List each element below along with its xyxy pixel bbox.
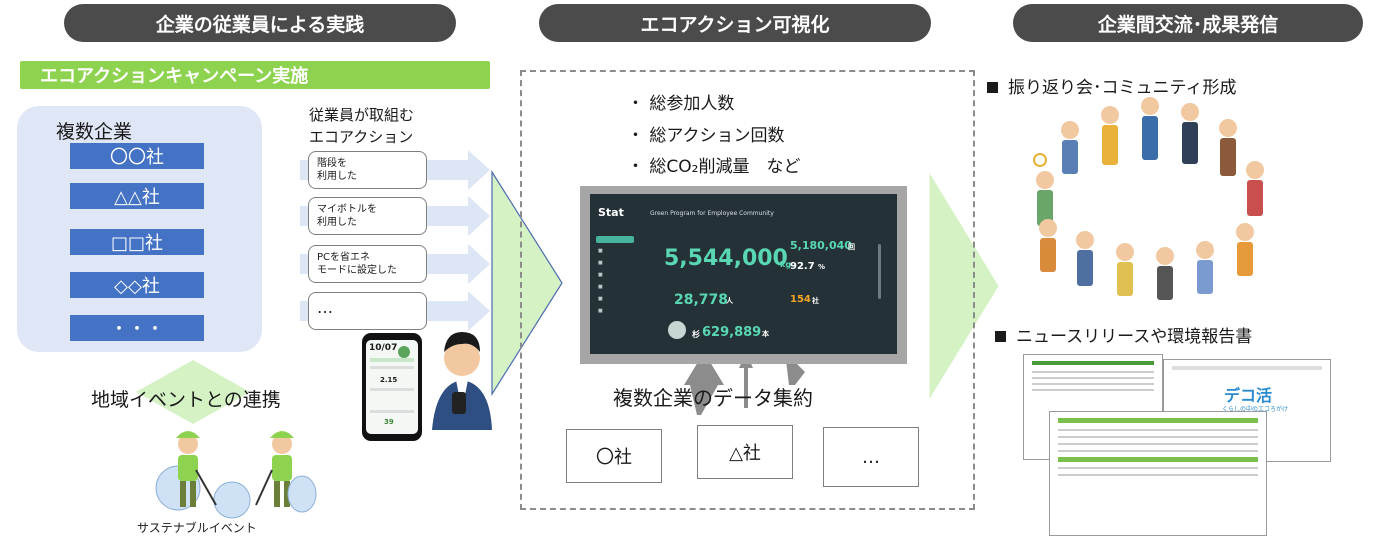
- header-practice: 企業の従業員による実践: [64, 4, 456, 42]
- deco-katsu-title: デコ活: [1224, 386, 1273, 405]
- header-visualization: エコアクション可視化: [539, 4, 931, 42]
- dashboard-nav-item: ■: [598, 284, 603, 290]
- smartphone: [362, 333, 422, 441]
- dashboard-rate-unit: %: [818, 263, 826, 271]
- action-line: PCを省エネ: [317, 252, 371, 263]
- dashboard-actions-value: 5,180,040: [790, 239, 852, 252]
- sustainable-event-caption: サステナブルイベント: [137, 521, 257, 535]
- dashboard-actions-unit: 回: [848, 243, 855, 251]
- news-heading: ニュースリリースや環境報告書: [995, 322, 1252, 347]
- bullet-square-icon: [987, 82, 998, 93]
- community-heading: 振り返り会･コミュニティ形成: [987, 73, 1236, 98]
- dashboard-subtitle: Green Program for Employee Community: [650, 210, 774, 217]
- dashboard-participants-value: 28,778: [674, 292, 729, 308]
- action-box: PCを省エネモードに設定した: [308, 245, 427, 283]
- company-bar: ・・・: [70, 315, 204, 341]
- action-box: マイボトルを利用した: [308, 197, 427, 235]
- action-box: …: [308, 292, 427, 330]
- visualization-frame: [520, 70, 975, 510]
- big-arrow-right: [929, 173, 999, 399]
- company-bar: △△社: [70, 183, 204, 209]
- phone-date: 10/07: [369, 343, 398, 353]
- dashboard-rate-value: 92.7: [790, 261, 815, 272]
- dashboard-logo: Stat: [598, 206, 624, 219]
- company-bar: ◇◇社: [70, 272, 204, 298]
- action-box: 階段を利用した: [308, 151, 427, 189]
- bullet-square-icon: [995, 331, 1006, 342]
- company-bar: 〇〇社: [70, 143, 204, 169]
- companies-title: 複数企業: [56, 121, 133, 143]
- metric-item: ・ 総CO₂削減量 など: [627, 157, 801, 177]
- header-exchange: 企業間交流･成果発信: [1013, 4, 1363, 42]
- employee-action-caption: 従業員が取組む エコアクション: [309, 104, 414, 148]
- employee-caption-line: 従業員が取組む: [309, 106, 415, 124]
- dashboard-trees-prefix: 杉: [692, 330, 700, 339]
- dashboard-nav-item: ■: [598, 248, 603, 254]
- dashboard-participants-unit: 人: [726, 297, 733, 305]
- tree-icon: [668, 321, 686, 339]
- community-heading-text: 振り返り会･コミュニティ形成: [1008, 78, 1237, 98]
- dashboard-nav-item: ■: [598, 308, 603, 314]
- deco-katsu-tagline: くらしの中のエコろがけ: [1222, 406, 1289, 413]
- company-bar: □□社: [70, 229, 204, 255]
- dashboard-screen: Stat Green Program for Employee Communit…: [590, 194, 897, 354]
- data-aggregation-caption: 複数企業のデータ集約: [613, 386, 813, 410]
- action-line: 利用した: [317, 217, 357, 228]
- dashboard-companies-value: 154: [790, 294, 811, 305]
- action-line: 階段を: [317, 158, 347, 169]
- metric-item: ・ 総アクション回数: [627, 126, 785, 146]
- campaign-label: エコアクションキャンペーン実施: [20, 61, 490, 89]
- metric-item: ・ 総参加人数: [627, 94, 735, 114]
- big-arrow-left: [491, 169, 563, 397]
- dashboard-trees-value: 629,889: [702, 325, 762, 340]
- employee-caption-line: エコアクション: [309, 128, 414, 146]
- connection-diamond: [136, 360, 250, 424]
- dashboard-main-unit: kg: [780, 260, 792, 269]
- region-event-caption: 地域イベントとの連携: [91, 389, 281, 411]
- dashboard-scrollbar: [878, 244, 881, 299]
- phone-value: 2.15: [380, 376, 398, 384]
- news-heading-text: ニュースリリースや環境報告書: [1016, 327, 1253, 347]
- dashboard-nav-active: [596, 236, 634, 243]
- dashboard-nav-item: ■: [598, 272, 603, 278]
- community-figures: [1033, 97, 1264, 300]
- environment-report-document: [1049, 411, 1267, 536]
- action-line: 利用した: [317, 171, 357, 182]
- employee-figure: [432, 332, 492, 430]
- dashboard-nav-item: ■: [598, 296, 603, 302]
- dashboard-nav-item: ■: [598, 260, 603, 266]
- volunteer-figures: [155, 431, 317, 519]
- dashboard-companies-unit: 社: [812, 297, 819, 305]
- action-line: モードに設定した: [317, 265, 397, 276]
- action-line: …: [317, 298, 333, 317]
- dashboard-main-value: 5,544,000: [664, 246, 788, 271]
- company-source-box: 〇社: [566, 429, 662, 483]
- phone-value: 39: [384, 418, 394, 426]
- dashboard-trees-unit: 本: [762, 330, 769, 338]
- company-source-box: △社: [697, 425, 793, 479]
- action-line: マイボトルを: [317, 204, 377, 215]
- company-source-box: …: [823, 427, 919, 487]
